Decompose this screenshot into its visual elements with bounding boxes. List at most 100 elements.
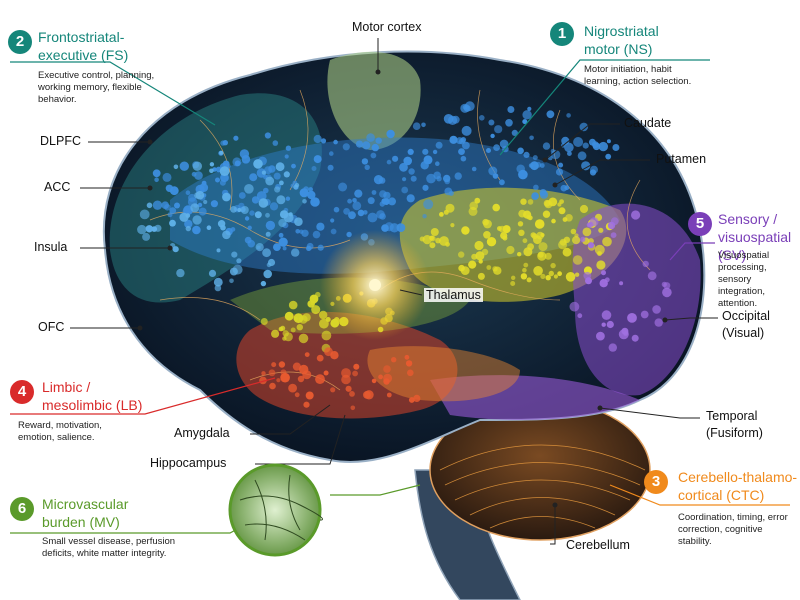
label-occipital: Occipital (Visual) <box>722 309 770 340</box>
neuron-dot <box>471 166 477 172</box>
neuron-dot <box>317 244 324 251</box>
neuron-dot <box>154 177 159 183</box>
neuron-dot <box>192 161 202 171</box>
neuron-dot <box>574 272 580 277</box>
neuron-dot <box>422 214 427 219</box>
neuron-dot <box>546 110 555 119</box>
neuron-dot <box>264 166 273 175</box>
neuron-dot <box>292 362 301 371</box>
neuron-dot <box>619 281 624 286</box>
neuron-dot <box>559 199 564 205</box>
neuron-dot <box>265 231 271 237</box>
neuron-dot <box>599 279 608 288</box>
neuron-dot <box>240 206 249 214</box>
neuron-dot <box>548 197 558 207</box>
neuron-dot <box>316 222 325 231</box>
neuron-dot <box>311 305 321 315</box>
neuron-dot <box>612 144 620 151</box>
neuron-dot <box>367 197 375 205</box>
neuron-dot <box>330 218 335 223</box>
neuron-dot <box>343 208 350 215</box>
neuron-dot <box>642 260 649 268</box>
neuron-dot <box>327 164 334 171</box>
neuron-dot <box>662 287 672 298</box>
neuron-dot <box>449 135 458 144</box>
neuron-dot <box>194 171 203 180</box>
neuron-dot <box>352 201 362 211</box>
label-acc: ACC <box>44 180 71 194</box>
neuron-dot <box>445 241 450 247</box>
neuron-dot <box>608 343 617 352</box>
neuron-dot <box>533 184 539 191</box>
neuron-dot <box>333 139 338 145</box>
neuron-dot <box>249 173 258 182</box>
neuron-dot <box>146 202 153 209</box>
neuron-dot <box>272 140 279 146</box>
neuron-dot <box>294 217 303 226</box>
neuron-dot <box>232 264 243 275</box>
neuron-dot <box>553 274 559 279</box>
neuron-dot <box>581 161 591 171</box>
neuron-dot <box>265 176 275 186</box>
neuron-dot <box>303 186 309 193</box>
neuron-dot <box>333 206 340 213</box>
neuron-dot <box>304 352 310 357</box>
neuron-dot <box>152 169 161 178</box>
neuron-dot <box>306 245 312 251</box>
neuron-dot <box>493 266 502 275</box>
neuron-dot <box>429 242 436 249</box>
neuron-dot <box>401 186 409 194</box>
neuron-dot <box>265 220 276 231</box>
neuron-dot <box>288 212 293 217</box>
network-5-description: Visuospatial processing, sensory integra… <box>718 250 770 309</box>
neuron-dot <box>329 151 334 156</box>
neuron-dot <box>241 155 251 164</box>
neuron-dot <box>296 324 303 331</box>
neuron-dot <box>232 157 242 167</box>
network-5-title: Sensory / visuospatial (SV) <box>718 211 792 263</box>
neuron-dot <box>371 378 377 384</box>
neuron-dot <box>266 262 272 268</box>
neuron-dot <box>330 351 339 360</box>
neuron-dot <box>516 164 525 174</box>
neuron-dot <box>601 310 612 320</box>
neuron-dot <box>269 202 279 211</box>
neuron-dot <box>565 272 576 282</box>
neuron-dot <box>391 357 397 363</box>
neuron-dot <box>291 248 300 257</box>
neuron-dot <box>462 141 470 150</box>
neuron-dot <box>174 202 180 209</box>
neuron-dot <box>522 238 528 244</box>
neuron-dot <box>592 141 599 149</box>
neuron-dot <box>273 243 281 252</box>
neuron-dot <box>249 210 255 216</box>
neuron-dot <box>589 217 599 227</box>
neuron-dot <box>542 210 551 218</box>
neuron-dot <box>354 189 363 198</box>
neuron-dot <box>588 238 594 244</box>
neuron-dot <box>654 318 663 327</box>
neuron-dot <box>557 271 562 277</box>
neuron-dot <box>596 331 605 341</box>
neuron-dot <box>550 149 561 160</box>
neuron-dot <box>357 209 365 217</box>
neuron-dot <box>370 152 377 159</box>
neuron-dot <box>213 277 223 287</box>
neuron-dot <box>376 210 385 219</box>
neuron-dot <box>539 163 545 168</box>
neuron-dot <box>323 370 329 376</box>
neuron-dot <box>375 137 382 144</box>
neuron-dot <box>396 223 406 233</box>
neuron-dot <box>610 232 617 239</box>
neuron-dot <box>244 184 254 194</box>
neuron-dot <box>565 214 573 222</box>
neuron-dot <box>430 228 439 236</box>
neuron-dot <box>532 155 538 161</box>
neuron-dot <box>564 185 570 191</box>
neuron-dot <box>190 203 200 213</box>
neuron-dot <box>582 227 592 237</box>
network-2-badge: 2 <box>8 30 32 54</box>
label-motor-cortex: Motor cortex <box>352 20 422 34</box>
neuron-dot <box>293 184 299 190</box>
network-6-badge: 6 <box>10 497 34 521</box>
